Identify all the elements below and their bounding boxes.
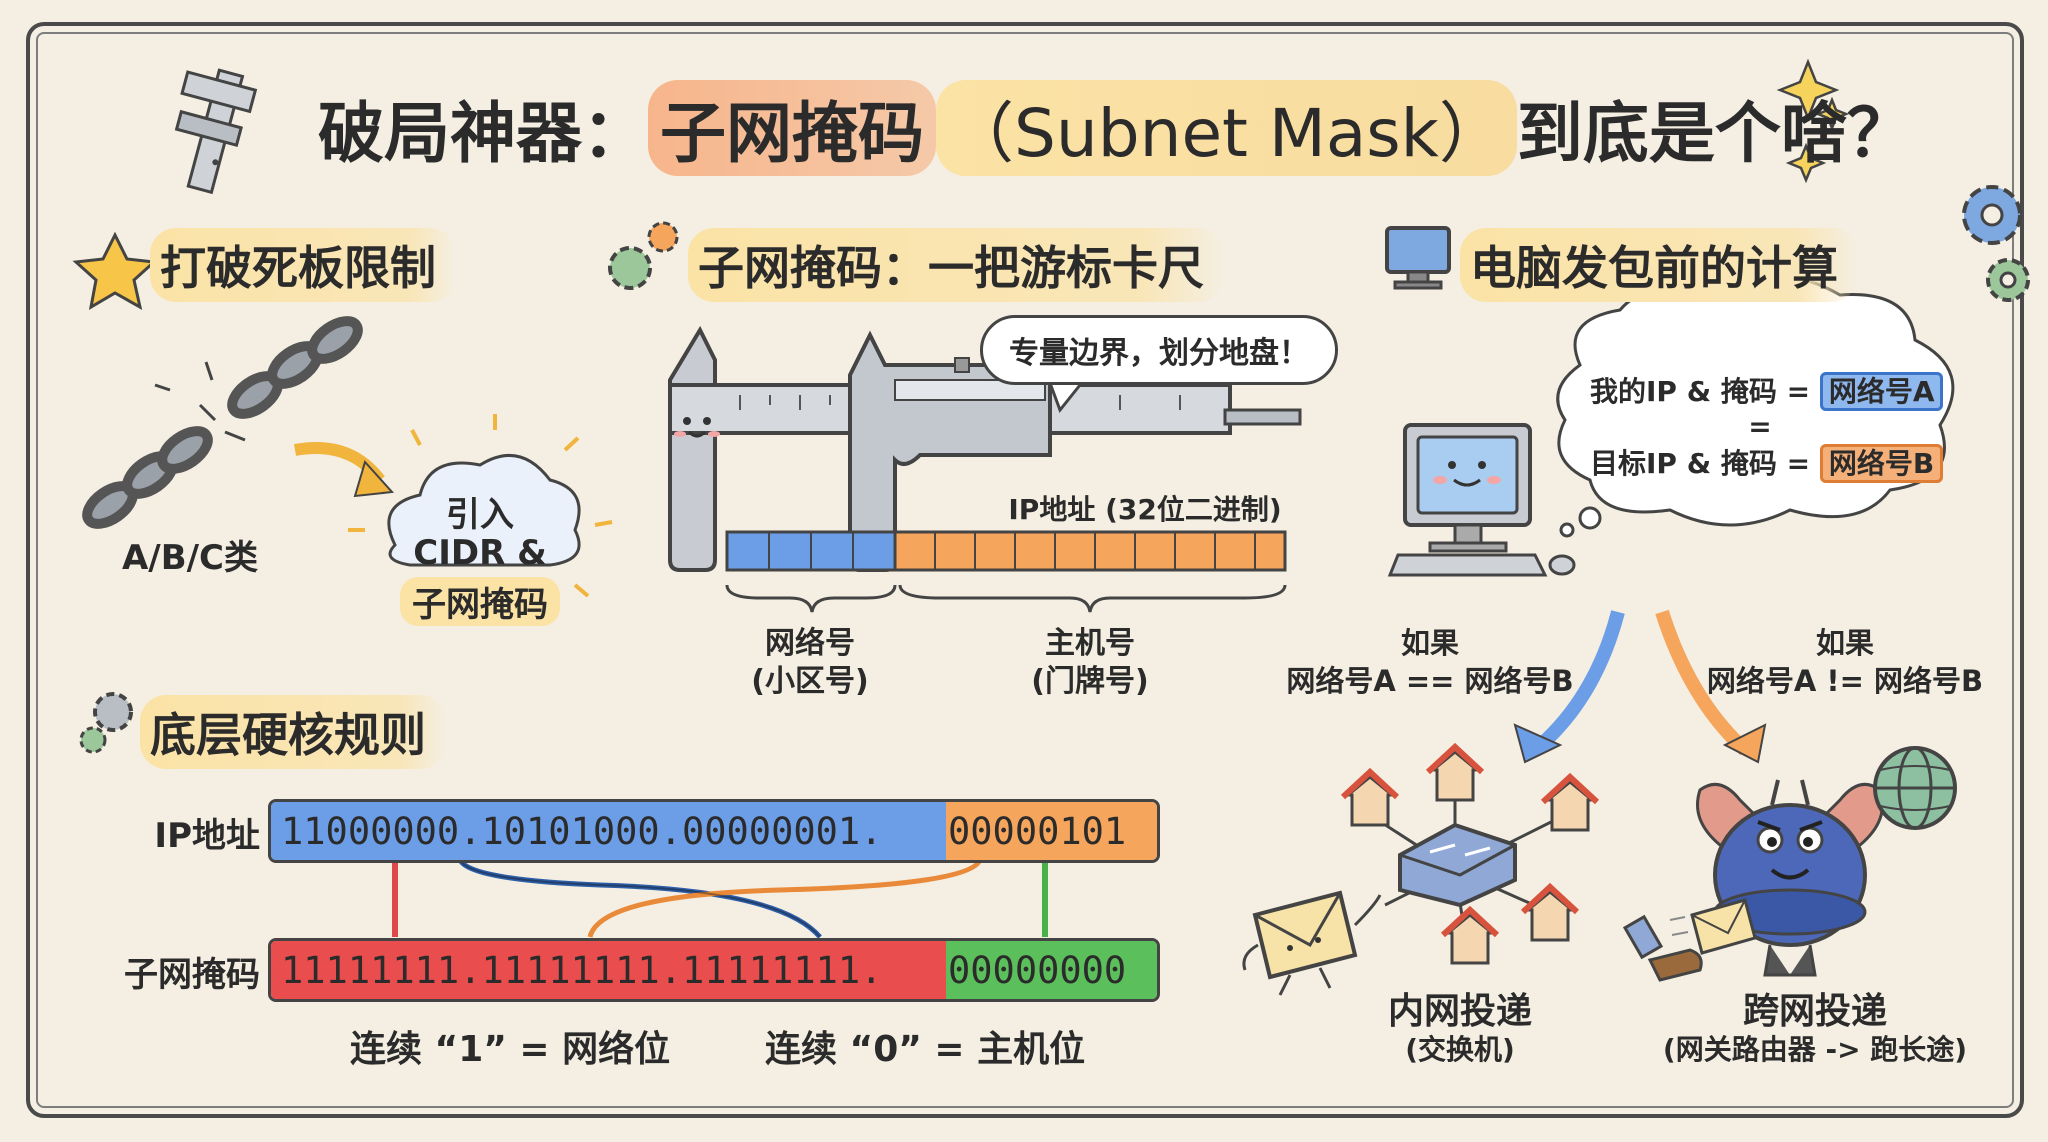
if-same-line2: 网络号A == 网络号B: [1286, 664, 1574, 698]
switch-icon: [1369, 790, 1566, 936]
old-class-label: A/B/C类: [121, 538, 259, 578]
thought-line2-prefix: 目标IP & 掩码 =: [1590, 447, 1820, 480]
thought-equals: =: [1748, 410, 1772, 443]
ip-binary-bar: 11000000.10101000.00000001. 00000101: [268, 799, 1160, 863]
mask-host-bits: 00000000: [946, 941, 1157, 999]
if-diff-line1: 如果: [1815, 626, 1874, 660]
section-computer-heading: 电脑发包前的计算: [1460, 228, 1858, 302]
section-rules-heading: 底层硬核规则: [140, 695, 446, 769]
zeros-caption: 连续 “0” = 主机位: [765, 1029, 1086, 1070]
network-number-label: 网络号: [765, 626, 855, 661]
title-suffix: 到底是个啥？: [1516, 95, 1913, 172]
boot-icon: [1622, 914, 1703, 982]
caliper-icon: [668, 325, 1302, 572]
wan-delivery-title: 跨网投递: [1742, 991, 1887, 1032]
broken-chain-icon: [82, 316, 363, 529]
page-frame: [26, 22, 2024, 1118]
gear-icon: [1962, 185, 2030, 302]
lan-delivery-sub: (交换机): [1405, 1033, 1515, 1066]
ip-host-bits: 00000101: [946, 802, 1157, 860]
thought-line2: 目标IP & 掩码 = 网络号B: [1590, 442, 1944, 483]
title-highlight: 子网掩码: [648, 80, 936, 176]
caliper-icon: [174, 68, 258, 195]
cidr-label-line3: 子网掩码: [400, 577, 560, 626]
title-prefix: 破局神器：: [318, 95, 648, 172]
gear-icon: [608, 221, 679, 290]
network-b-tag: 网络号B: [1819, 444, 1944, 483]
mask-binary-bar: 11111111.11111111.11111111. 00000000: [268, 938, 1160, 1002]
globe-icon: [1873, 746, 1957, 830]
ip-network-bits: 11000000.10101000.00000001.: [271, 802, 946, 860]
network-number-sub: (小区号): [751, 664, 869, 699]
gear-icon: [79, 692, 133, 754]
envelope-icon: [1669, 898, 1757, 955]
ip-row-label: IP地址: [154, 816, 260, 856]
host-number-sub: (门牌号): [1031, 664, 1149, 699]
wan-delivery-sub: (网关路由器 -> 跑长途): [1662, 1033, 1968, 1066]
mask-row-label: 子网掩码: [124, 955, 260, 995]
section-caliper-heading: 子网掩码：一把游标卡尺: [688, 228, 1224, 302]
computer-icon: [1387, 423, 1576, 577]
if-diff-line2: 网络号A != 网络号B: [1706, 664, 1984, 698]
house-icon: [1340, 742, 1600, 965]
cidr-label-line2: CIDR &: [413, 533, 547, 573]
mask-network-bits: 11111111.11111111.11111111.: [271, 941, 946, 999]
cidr-label-line1: 引入: [446, 495, 514, 535]
envelope-icon: [1242, 890, 1382, 996]
cloud-icon: [387, 453, 581, 567]
thought-line1-prefix: 我的IP & 掩码 =: [1590, 375, 1820, 408]
ip-address-32bit-label: IP地址 (32位二进制): [1008, 493, 1282, 526]
monitor-icon: [1385, 226, 1451, 290]
title-english: （Subnet Mask）: [936, 80, 1517, 176]
if-same-line1: 如果: [1400, 626, 1459, 660]
caliper-speech-bubble: 专量边界，划分地盘！: [980, 315, 1338, 385]
page-title: 破局神器： 子网掩码 （Subnet Mask） 到底是个啥？: [318, 78, 1913, 178]
host-number-label: 主机号: [1045, 626, 1135, 661]
thought-line1: 我的IP & 掩码 = 网络号A: [1590, 370, 1944, 411]
star-icon: [72, 231, 158, 310]
section-breaking-heading: 打破死板限制: [150, 228, 456, 302]
network-a-tag: 网络号A: [1819, 372, 1944, 411]
ones-caption: 连续 “1” = 网络位: [350, 1029, 671, 1070]
lan-delivery-title: 内网投递: [1387, 991, 1532, 1032]
sparkle-icon: [1776, 58, 1850, 184]
